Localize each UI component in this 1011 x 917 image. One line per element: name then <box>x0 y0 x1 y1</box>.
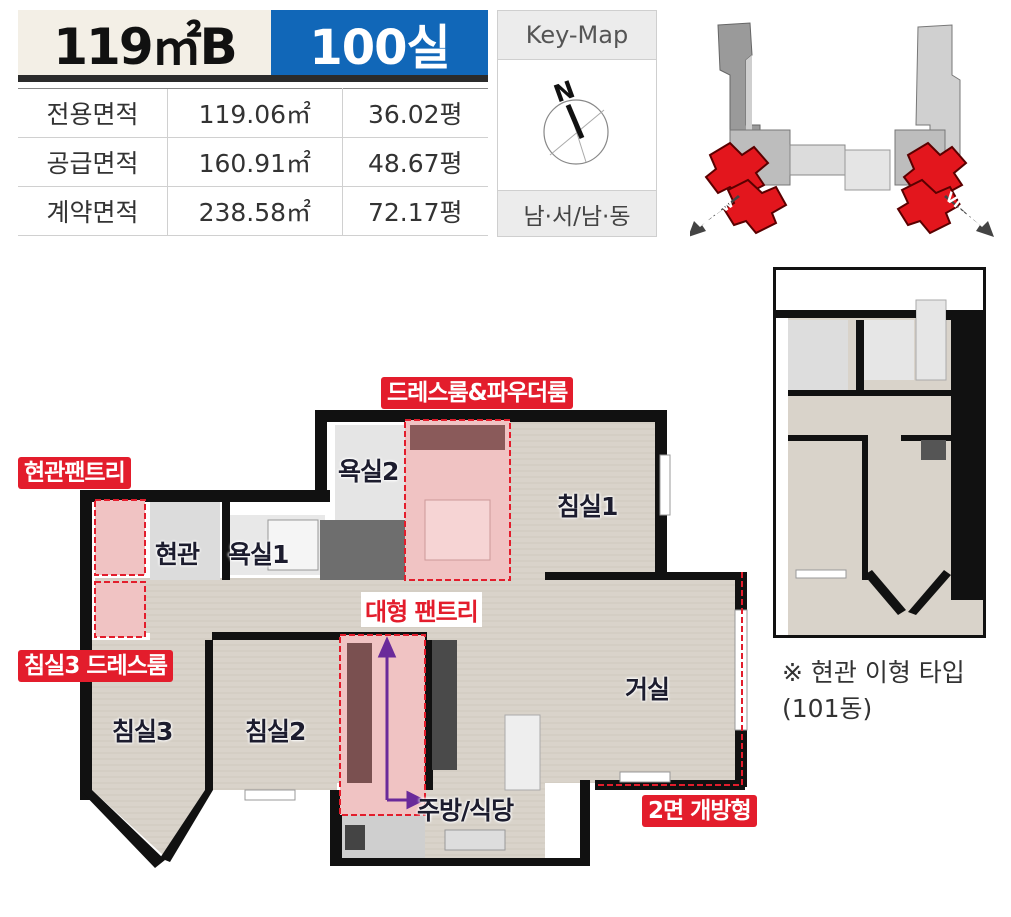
site-keymap: View View <box>690 22 994 237</box>
table-row: 공급면적 160.91㎡ 48.67평 <box>18 137 488 187</box>
room-bedroom1: 침실1 <box>557 492 618 521</box>
room-kitchen: 주방/식당 <box>417 796 514 825</box>
area-sqm: 119.06㎡ <box>167 88 343 138</box>
compass-panel: N <box>497 60 657 190</box>
area-pyeong: 48.67평 <box>342 137 488 187</box>
area-pyeong: 36.02평 <box>342 88 488 138</box>
inset-note-line1: ※ 현관 이형 타입 <box>782 658 965 687</box>
area-pyeong: 72.17평 <box>342 186 488 236</box>
inset-plan <box>773 267 986 638</box>
room-bath2: 욕실2 <box>338 457 399 486</box>
area-label: 전용면적 <box>18 88 168 138</box>
area-label: 공급면적 <box>18 137 168 187</box>
keymap-title: Key-Map <box>497 10 657 60</box>
tag-large-pantry: 대형 팬트리 <box>361 592 482 627</box>
header-divider <box>18 75 488 82</box>
area-label: 계약면적 <box>18 186 168 236</box>
inset-note-line2: (101동) <box>782 694 873 723</box>
tag-entrance-pantry: 현관팬트리 <box>18 457 131 489</box>
table-row: 계약면적 238.58㎡ 72.17평 <box>18 186 488 236</box>
room-bedroom2: 침실2 <box>245 717 306 746</box>
tag-two-side-open: 2면 개방형 <box>642 795 757 827</box>
compass-icon: N <box>543 75 609 165</box>
orientation-label: 남·서/남·동 <box>497 190 657 237</box>
room-entrance: 현관 <box>155 540 200 569</box>
room-living: 거실 <box>625 675 670 704</box>
room-bedroom3: 침실3 <box>112 717 173 746</box>
tag-dressroom-powder: 드레스룸&파우더룸 <box>381 377 574 409</box>
table-row: 전용면적 119.06㎡ 36.02평 <box>18 88 488 138</box>
area-sqm: 238.58㎡ <box>167 186 343 236</box>
unit-type-title: 119㎡B <box>18 10 271 76</box>
area-table: 전용면적 119.06㎡ 36.02평 공급면적 160.91㎡ 48.67평 … <box>18 88 488 236</box>
unit-count-badge: 100실 <box>271 10 488 76</box>
area-sqm: 160.91㎡ <box>167 137 343 187</box>
tag-bedroom3-dress: 침실3 드레스룸 <box>18 650 173 682</box>
room-bath1: 욕실1 <box>228 540 289 569</box>
